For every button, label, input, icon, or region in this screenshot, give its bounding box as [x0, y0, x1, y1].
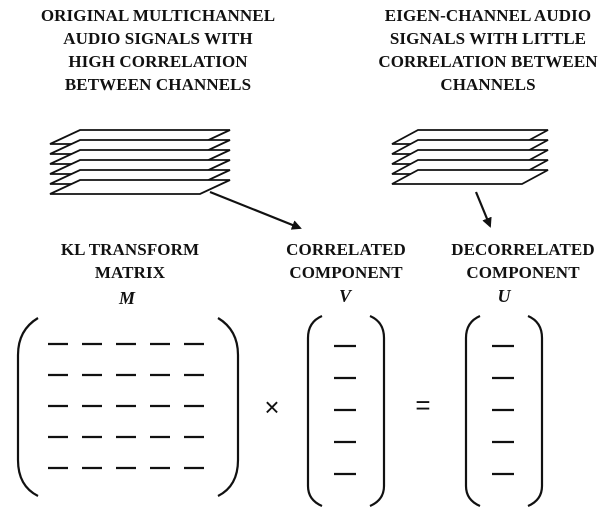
symbol-u: U	[497, 286, 511, 306]
channel-plane	[391, 169, 549, 185]
arrow-to-decorrelated	[474, 191, 492, 228]
original-signals-line-1: ORIGINAL MULTICHANNEL	[40, 6, 276, 25]
original-signals-line-3: HIGH CORRELATION	[68, 52, 248, 71]
decorrelated-component-label: DECORRELATED COMPONENT	[430, 238, 616, 284]
matrix-m-left-bracket	[16, 317, 39, 497]
vector-u-left-bracket	[464, 314, 481, 508]
eigen-signals-line-3: CORRELATION BETWEEN	[378, 52, 598, 71]
matrix-m-entries	[48, 342, 204, 470]
correlated-component-label: CORRELATED COMPONENT	[268, 238, 424, 284]
eigen-signals-line-4: CHANNELS	[440, 75, 536, 94]
matrix-m-right-bracket	[217, 317, 240, 497]
vector-v-entries	[334, 344, 356, 476]
original-signals-line-2: AUDIO SIGNALS WITH	[63, 29, 253, 48]
vector-u-right-bracket	[527, 314, 544, 508]
vector-u-brackets	[464, 314, 544, 508]
original-signals-line-4: BETWEEN CHANNELS	[64, 75, 252, 94]
correlated-line-1: CORRELATED	[286, 240, 406, 259]
eigen-signals-line-2: SIGNALS WITH LITTLE	[389, 29, 587, 48]
correlated-line-2: COMPONENT	[289, 263, 403, 282]
vector-v-right-bracket	[369, 314, 386, 508]
kl-transform-label: KL TRANSFORM MATRIX	[30, 238, 230, 284]
channel-plane	[49, 179, 231, 195]
original-signals-label: ORIGINAL MULTICHANNEL AUDIO SIGNALS WITH…	[0, 4, 316, 96]
eigen-signals-line-1: EIGEN-CHANNEL AUDIO	[384, 6, 592, 25]
eigen-signals-label: EIGEN-CHANNEL AUDIO SIGNALS WITH LITTLE …	[360, 4, 616, 96]
vector-u-entries	[492, 344, 514, 476]
arrow-to-correlated	[209, 190, 302, 230]
eigen-signals-stack	[391, 129, 549, 185]
matrix-m-brackets	[16, 317, 240, 497]
vector-v-brackets	[306, 314, 386, 508]
kl-transform-line-1: KL TRANSFORM	[60, 240, 200, 259]
multiply-sign: ×	[264, 392, 280, 422]
equals-sign: =	[415, 390, 431, 420]
symbol-v: V	[338, 286, 351, 306]
symbol-m: M	[118, 288, 135, 308]
original-signals-stack	[49, 129, 231, 195]
vector-v-left-bracket	[306, 314, 323, 508]
decorrelated-line-1: DECORRELATED	[451, 240, 595, 259]
kl-transform-line-2: MATRIX	[94, 263, 166, 282]
decorrelated-line-2: COMPONENT	[466, 263, 580, 282]
